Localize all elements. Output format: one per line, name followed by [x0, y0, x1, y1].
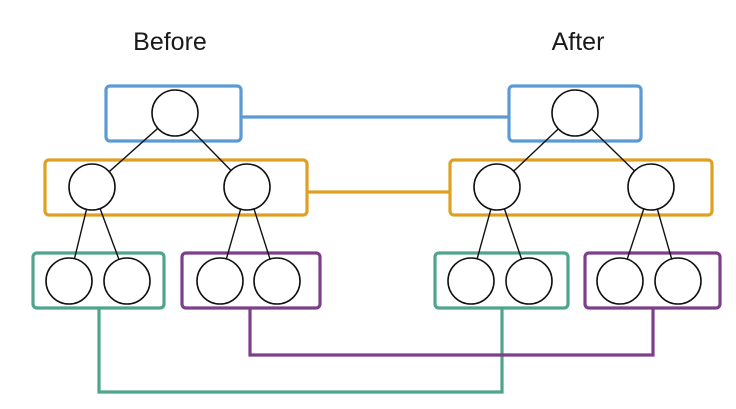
tree-node	[45, 257, 93, 305]
tree-edge	[99, 208, 120, 260]
caption-after: After	[552, 28, 605, 56]
tree-node	[103, 257, 151, 305]
leaf-green-link	[97, 308, 504, 394]
tree-edge-layer	[73, 127, 673, 260]
leaf-purple-link	[248, 308, 655, 357]
before-leaf-right-box	[180, 251, 322, 310]
after-root-box	[507, 84, 643, 143]
tree-node	[447, 257, 495, 305]
before-root-box	[104, 84, 243, 143]
tree-node	[223, 163, 271, 211]
link-layer	[97, 115, 655, 394]
after-leaf-right-box	[583, 251, 722, 310]
tree-node	[68, 163, 116, 211]
tree-node	[654, 257, 702, 305]
group-box-layer	[31, 84, 722, 310]
before-level2-box	[43, 158, 309, 217]
after-leaf-left-box	[433, 251, 570, 310]
tree-node	[505, 257, 553, 305]
tree-edge	[590, 128, 636, 172]
tree-edge	[626, 208, 645, 260]
tree-node	[151, 89, 199, 137]
tree-edge	[73, 209, 88, 259]
tree-node	[627, 163, 675, 211]
after-level2-box	[448, 158, 714, 217]
tree-edge	[503, 208, 523, 260]
tree-edge	[513, 128, 559, 172]
tree-node	[196, 257, 244, 305]
tree-edge	[253, 208, 271, 260]
before-leaf-left-box	[31, 251, 166, 310]
tree-edge	[656, 208, 673, 260]
tree-node	[551, 89, 599, 137]
tree-edge	[476, 208, 492, 260]
tree-edge	[225, 208, 242, 260]
tree-edge	[190, 128, 232, 172]
caption-before: Before	[133, 28, 207, 56]
tree-node	[596, 257, 644, 305]
tree-node	[473, 163, 521, 211]
tree-edge	[108, 127, 159, 173]
tree-node-layer	[45, 89, 702, 305]
tree-node	[253, 257, 301, 305]
